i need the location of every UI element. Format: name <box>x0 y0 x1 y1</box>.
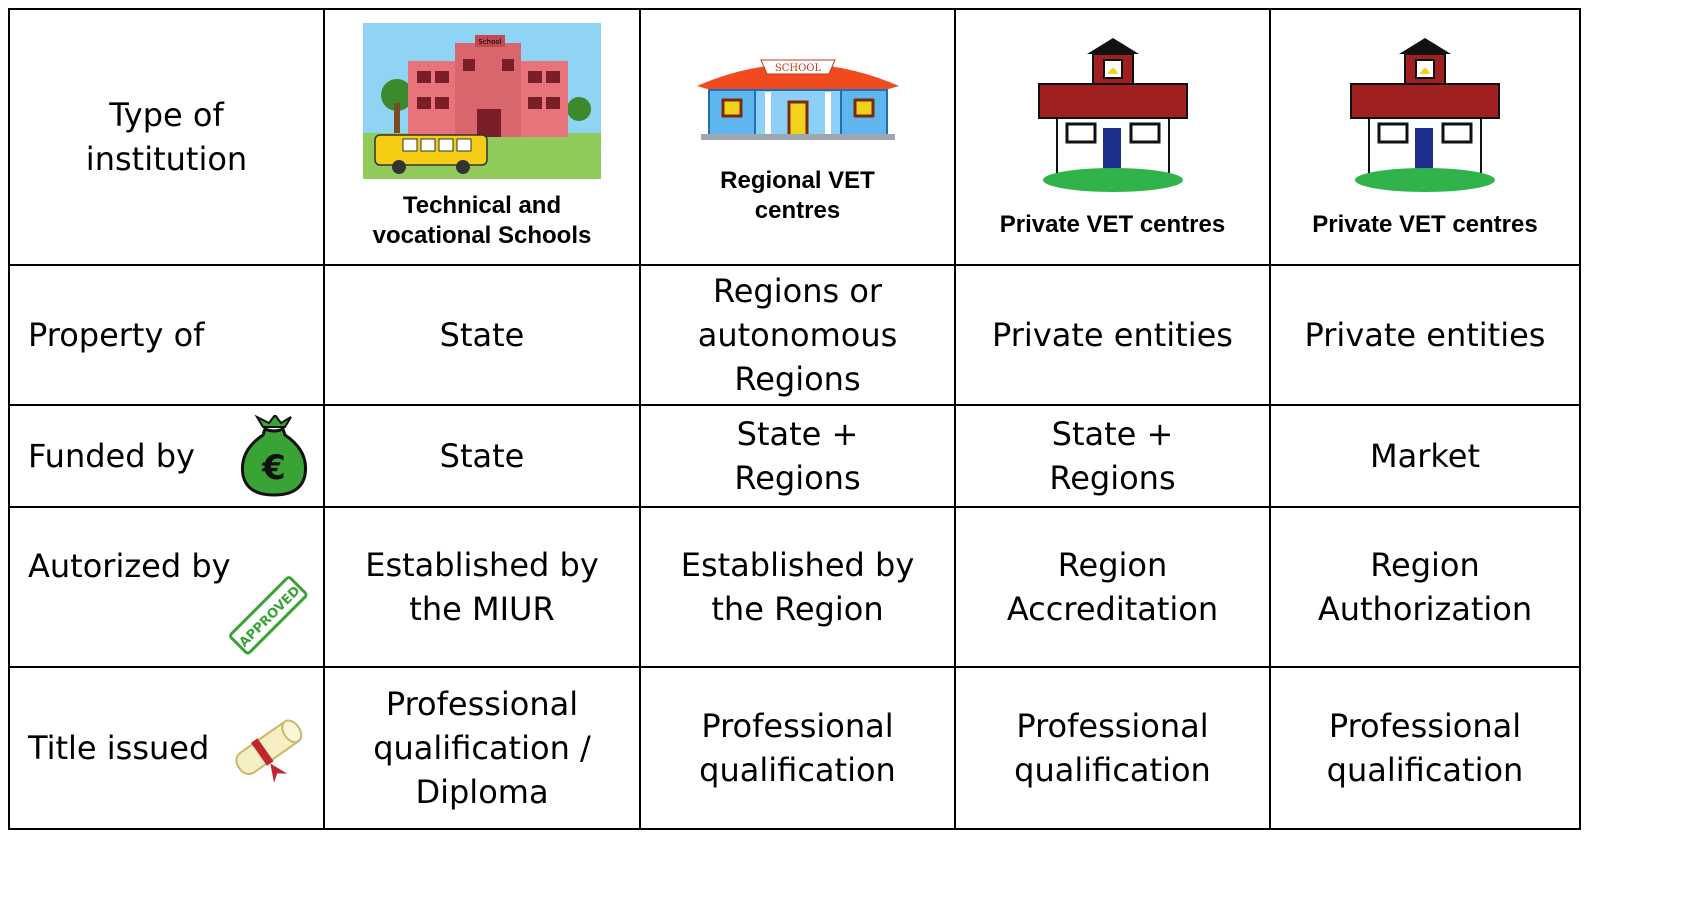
header-row: Type of institution School <box>8 8 1581 266</box>
table-cell: Private entities <box>1269 264 1581 406</box>
col-header-2: SCHOOL Regional VET centres <box>639 8 956 266</box>
schoolhouse-icon <box>1037 38 1188 192</box>
row-label-cell: Funded by € <box>8 404 325 508</box>
table-cell: Professional qualification <box>1269 666 1581 830</box>
svg-text:SCHOOL: SCHOOL <box>774 63 821 74</box>
table-cell: Established by the Region <box>639 506 956 668</box>
row-label: Autorized by <box>28 547 231 585</box>
table-cell: Region Accreditation <box>954 506 1271 668</box>
table-cell: Professional qualification <box>954 666 1271 830</box>
table-cell: Professional qualification <box>639 666 956 830</box>
schoolhouse-icon <box>1350 38 1500 192</box>
table-row: Funded by € State State + Regions State … <box>8 404 1581 508</box>
col-header-3: Private VET centres <box>954 8 1271 266</box>
table-row: Title issued Professional qualification … <box>8 666 1581 830</box>
row-label: Funded by <box>28 437 195 475</box>
table-cell: Market <box>1269 404 1581 508</box>
svg-text:School: School <box>478 38 501 46</box>
col-header-label-4: Private VET centres <box>1312 211 1538 238</box>
money-bag-euro-icon: € <box>240 415 308 497</box>
col-header-label-3: Private VET centres <box>999 211 1226 238</box>
table-row: Autorized by APPROVED Established by the… <box>8 506 1581 668</box>
table-cell: Regions or autonomous Regions <box>639 264 956 406</box>
table-cell: Private entities <box>954 264 1271 406</box>
diploma-scroll-icon <box>235 719 303 783</box>
corner-cell: Type of institution <box>8 8 325 266</box>
row-label: Title issued <box>28 729 210 767</box>
row-label: Property of <box>28 316 205 354</box>
row-label-cell: Property of <box>8 264 325 406</box>
table-cell: State + Regions <box>639 404 956 508</box>
col-header-1: School <box>323 8 641 266</box>
row-label-cell: Title issued <box>8 666 325 830</box>
table-row: Property of State Regions or autonomous … <box>8 264 1581 406</box>
col-header-4: Private VET centres <box>1269 8 1581 266</box>
school-building-icon: School <box>363 23 601 179</box>
col-header-label-2: Regional VET centres <box>720 167 875 224</box>
table-cell: Established by the MIUR <box>323 506 641 668</box>
table-cell: State <box>323 404 641 508</box>
col-header-label-1: Technical and vocational Schools <box>372 192 592 249</box>
table-cell: State <box>323 264 641 406</box>
school-pavilion-icon: SCHOOL <box>696 59 899 140</box>
table-cell: State + Regions <box>954 404 1271 508</box>
approved-stamp-icon: APPROVED <box>229 576 308 655</box>
table-cell: Professional qualification / Diploma <box>323 666 641 830</box>
table-cell: Region Authorization <box>1269 506 1581 668</box>
row-label-cell: Autorized by APPROVED <box>8 506 325 668</box>
corner-label: Type of institution <box>85 96 248 178</box>
vet-institutions-table: Type of institution School <box>8 8 1581 830</box>
svg-text:€: € <box>261 448 286 488</box>
